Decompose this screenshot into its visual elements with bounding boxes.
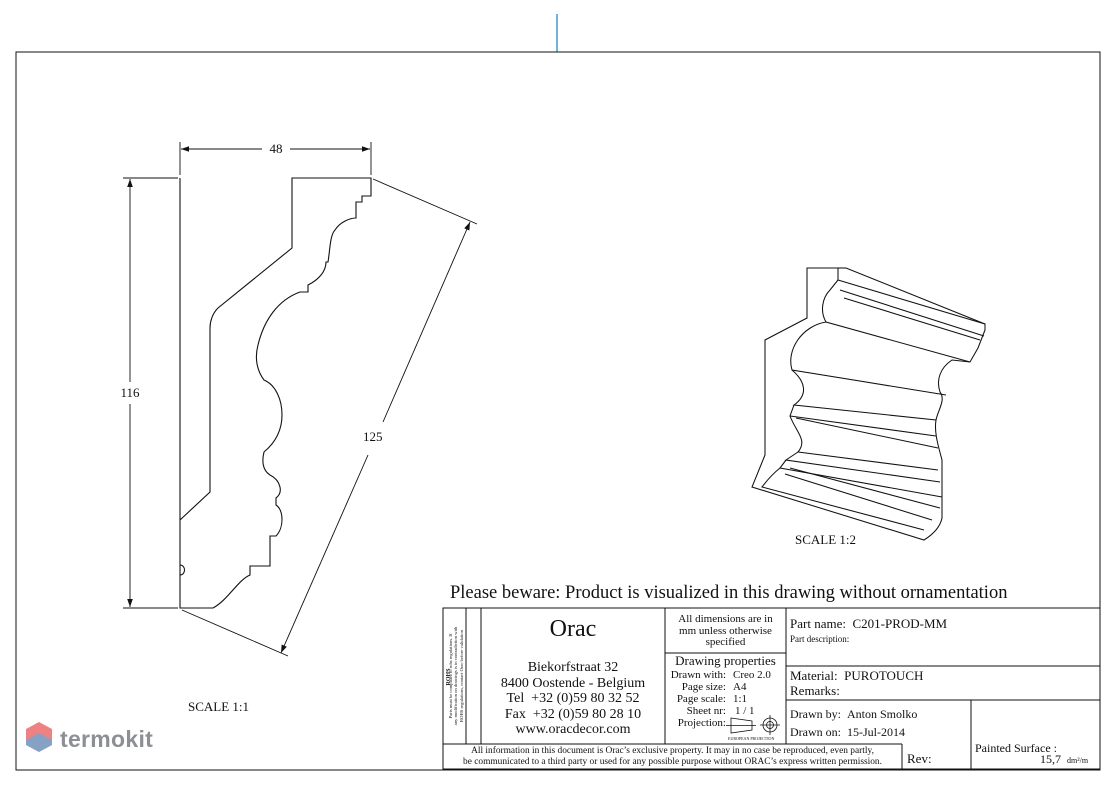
rohs-label: ROHS [446, 668, 452, 686]
drawn-by: Drawn by: Anton Smolko [790, 707, 918, 721]
title-block-grid [442, 607, 1101, 770]
watermark-logo-icon [26, 722, 52, 752]
page-size-value: A4 [733, 681, 747, 693]
dimension-width-label: 48 [269, 141, 283, 156]
part-description-label: Part description: [790, 634, 850, 644]
drawn-with-value: Creo 2.0 [733, 669, 771, 681]
company-fax: Fax +32 (0)59 80 28 10 [504, 706, 642, 722]
remarks-label: Remarks: [790, 683, 840, 698]
dimension-height [123, 177, 178, 609]
page-scale-value: 1:1 [733, 693, 748, 705]
projection-caption: EUROPEAN PROJECTION [728, 736, 775, 741]
drawing-properties-labels: Drawn with: Page size: Page scale: Sheet… [670, 669, 726, 729]
material: Material: PUROTOUCH [790, 668, 924, 683]
copyright-footer: All information in this document is Orac… [463, 746, 882, 767]
dimension-diagonal-label: 125 [363, 429, 383, 444]
sheet-nr-value: 1 / 1 [735, 705, 755, 717]
projection-symbol [726, 715, 780, 735]
company-name: Orac [549, 616, 597, 642]
company-address: Biekorfstraat 32 8400 Oostende - Belgium… [481, 660, 665, 738]
ornamentation-warning: Please beware: Product is visualized in … [450, 583, 1008, 603]
profile-scale-label: SCALE 1:1 [188, 699, 250, 714]
company-website[interactable]: www.oracdecor.com [515, 722, 631, 737]
drawn-on: Drawn on: 15-Jul-2014 [790, 725, 905, 739]
dimension-width [179, 142, 372, 175]
painted-surface-value: 15,7 dm²/m [1040, 752, 1089, 766]
company-street: Biekorfstraat 32 [527, 660, 619, 675]
iso-scale-label: SCALE 1:2 [795, 532, 857, 547]
sheet-frame [15, 51, 1101, 771]
painted-surface-label: Painted Surface : [975, 741, 1057, 755]
drawing-properties-values: Creo 2.0 A4 1:1 1 / 1 [733, 669, 771, 717]
drawing-properties-title: Drawing properties [675, 653, 776, 668]
dimension-height-label: 116 [120, 385, 140, 400]
watermark-text: termokit [60, 726, 154, 752]
company-city: 8400 Oostende - Belgium [500, 675, 646, 691]
part-name: Part name: C201-PROD-MM [790, 616, 948, 631]
units-note: All dimensions are in mm unless otherwis… [678, 613, 773, 648]
profile-section [179, 177, 372, 609]
dimension-diagonal [181, 178, 478, 657]
rev-label: Rev: [907, 751, 932, 766]
company-tel: Tel +32 (0)59 80 32 52 [506, 691, 640, 706]
isometric-view [751, 267, 986, 541]
